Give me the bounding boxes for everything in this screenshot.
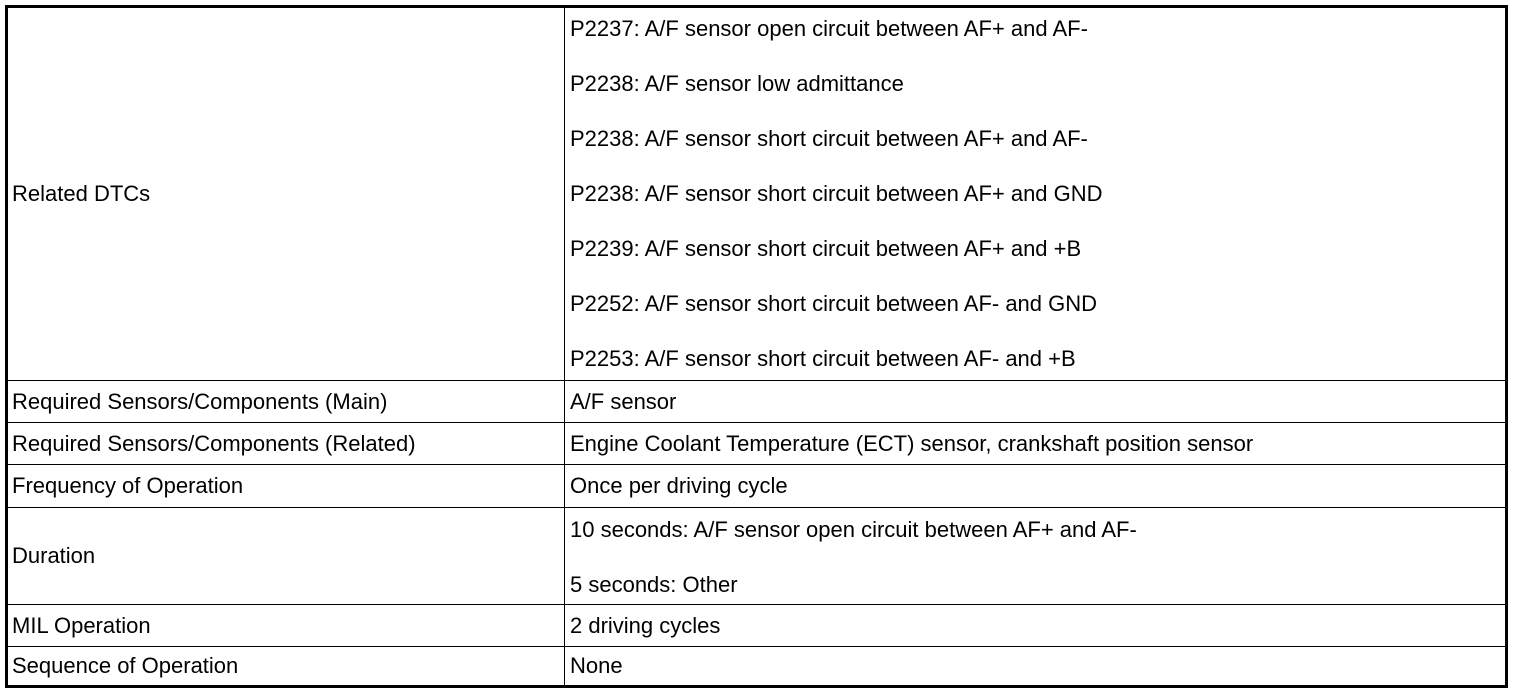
label-mil-operation: MIL Operation [8,605,565,646]
dtc-line: P2238: A/F sensor short circuit between … [570,126,1088,151]
label-duration: Duration [8,508,565,604]
dtc-line: P2253: A/F sensor short circuit between … [570,346,1076,371]
value-frequency: Once per driving cycle [570,473,788,498]
duration-line: 5 seconds: Other [570,572,738,597]
dtc-line: P2238: A/F sensor low admittance [570,71,904,96]
table-row-related-dtcs: Related DTCs P2237: A/F sensor open circ… [8,8,1505,381]
value-related-dtcs: P2237: A/F sensor open circuit between A… [565,8,1505,380]
dtc-line: P2252: A/F sensor short circuit between … [570,291,1098,316]
table-row-required-main: Required Sensors/Components (Main) A/F s… [8,381,1505,423]
table-row-mil-operation: MIL Operation 2 driving cycles [8,605,1505,647]
dtc-line: P2239: A/F sensor short circuit between … [570,236,1082,261]
value-required-main: A/F sensor [570,388,677,414]
table-row-frequency: Frequency of Operation Once per driving … [8,465,1505,508]
label-related-dtcs: Related DTCs [8,8,565,380]
value-mil-operation: 2 driving cycles [570,612,721,638]
dtc-line: P2238: A/F sensor short circuit between … [570,181,1103,206]
label-sequence: Sequence of Operation [8,647,565,685]
table-row-duration: Duration 10 seconds: A/F sensor open cir… [8,508,1505,605]
label-required-main: Required Sensors/Components (Main) [8,381,565,422]
label-frequency: Frequency of Operation [8,465,565,507]
value-required-related: Engine Coolant Temperature (ECT) sensor,… [570,430,1254,456]
table-row-sequence: Sequence of Operation None [8,647,1505,685]
table-row-required-related: Required Sensors/Components (Related) En… [8,423,1505,465]
value-sequence: None [570,653,623,678]
dtc-line: P2237: A/F sensor open circuit between A… [570,16,1088,41]
duration-line: 10 seconds: A/F sensor open circuit betw… [570,517,1137,542]
label-required-related: Required Sensors/Components (Related) [8,423,565,464]
monitor-spec-table: Related DTCs P2237: A/F sensor open circ… [5,5,1508,688]
value-duration: 10 seconds: A/F sensor open circuit betw… [565,508,1505,604]
